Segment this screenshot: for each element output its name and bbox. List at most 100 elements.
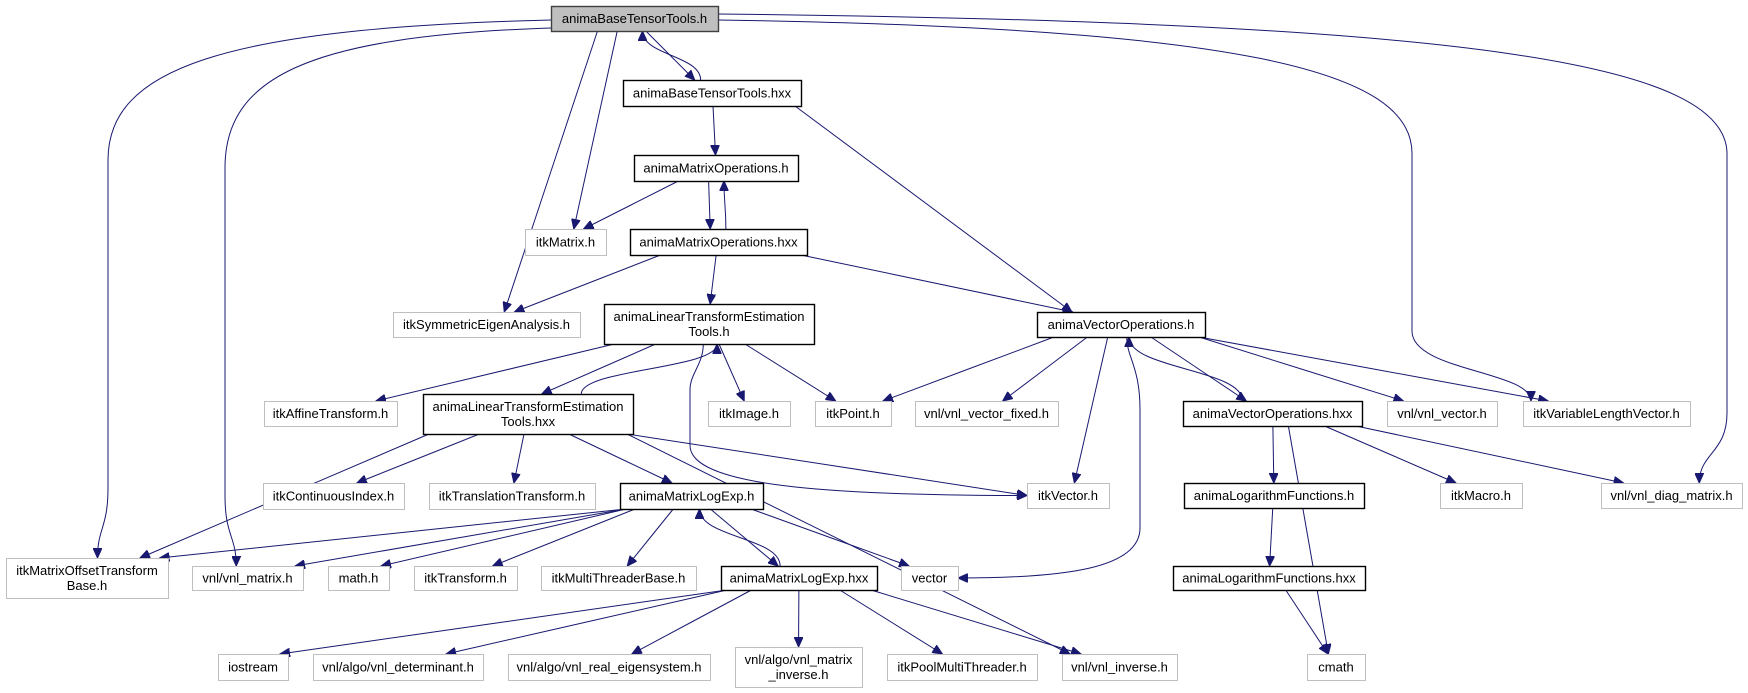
node-label: itkMatrixOffsetTransform [16,563,158,578]
edge-mle_h-to-itkTransform [493,508,636,566]
node-label: vnl/algo/vnl_matrix [745,652,853,667]
edge-vecops_hxx-to-itkMacro [1324,425,1456,483]
node-box [313,654,484,681]
node-label: animaMatrixOperations.hxx [639,235,798,250]
edge-ltet_h-to-itkPoint [744,343,836,401]
edge-base_h-to-symeig [504,30,598,312]
node-box [264,401,398,427]
node-box [1307,654,1366,681]
node-label: itkPoint.h [826,406,879,421]
edge-ltet_hxx-to-contidx [357,433,480,483]
node-box [422,393,635,436]
node-box [1036,311,1207,339]
edge-vecops_h-to-itkVector [1074,336,1109,483]
edge-base_h-to-diag [717,13,1728,483]
node-matops_hxx[interactable]: animaMatrixOperations.hxx [629,228,809,257]
edge-vecops_h-to-vvfixed [1003,336,1088,401]
edge-mle_h-to-vnl_matrix [295,508,627,566]
node-label: _inverse.h [768,667,829,682]
node-box [901,566,959,591]
edge-base_h-to-vnl_matrix [224,27,552,566]
node-vnl_inverse: vnl/vnl_inverse.h [1062,654,1178,681]
node-label: animaLinearTransformEstimation [433,399,624,414]
nodes-layer: animaBaseTensorTools.h animaBaseTensorToo… [6,5,1743,688]
node-logf_hxx[interactable]: animaLogarithmFunctions.hxx [1172,565,1367,592]
edge-vecops_hxx-to-diag [1355,425,1624,483]
node-label: itkTransform.h [424,571,507,586]
node-label: vnl/vnl_diag_matrix.h [1610,488,1732,503]
node-box [393,312,581,338]
node-label: iostream [228,660,278,675]
node-itkMatrix: itkMatrix.h [525,229,607,256]
node-box [619,482,765,511]
node-vecops_hxx[interactable]: animaVectorOperations.hxx [1182,400,1364,428]
edge-mle_hxx-to-vnl_inverse [870,589,1081,654]
node-mle_h[interactable]: animaMatrixLogExp.h [619,482,765,511]
edge-mle_h-to-math [381,508,627,566]
node-label: itkSymmetricEigenAnalysis.h [403,317,570,332]
node-label: animaBaseTensorTools.h [562,11,707,26]
edge-mle_h-to-mtb [627,508,674,566]
node-cmath: cmath [1307,654,1366,681]
node-box [328,566,390,591]
node-box [1601,483,1743,509]
node-matops_h[interactable]: animaMatrixOperations.h [633,154,800,183]
edge-vecops_h-to-vector [958,336,1141,578]
edge-mle_h-to-mot [160,508,627,558]
node-box [815,401,892,427]
edge-vecops_hxx-to-vecops_h [1129,337,1244,402]
node-label: Tools.hxx [501,414,556,429]
node-det: vnl/algo/vnl_determinant.h [313,654,484,681]
node-vnl_matrix: vnl/vnl_matrix.h [192,566,304,591]
node-itkImage: itkImage.h [708,401,791,427]
node-label: animaLogarithmFunctions.hxx [1182,571,1356,586]
edge-base_h-to-itkMatrix [574,30,618,229]
node-itkTransform: itkTransform.h [414,566,518,591]
edge-mle_hxx-to-det [446,589,728,654]
node-label: itkMultiThreaderBase.h [552,571,686,586]
node-diag: vnl/vnl_diag_matrix.h [1601,483,1743,509]
node-box [633,154,800,183]
node-box [192,566,304,591]
edge-ltet_hxx-to-transl [514,433,525,483]
node-box [508,654,711,681]
node-label: Base.h [67,578,107,593]
node-label: vector [912,571,948,586]
node-logf_h[interactable]: animaLogarithmFunctions.h [1183,482,1366,510]
edge-mle_h-to-mle_hxx [710,508,778,566]
node-mle_hxx[interactable]: animaMatrixLogExp.hxx [720,565,879,592]
node-affine: itkAffineTransform.h [264,401,398,427]
edge-matops_hxx-to-matops_h [724,181,726,230]
node-vecops_h[interactable]: animaVectorOperations.h [1036,311,1207,339]
edge-logf_h-to-logf_hxx [1270,507,1273,566]
node-vvfixed: vnl/vnl_vector_fixed.h [915,401,1059,427]
edge-base_hxx-to-base_h [643,31,702,81]
edge-ltet_h-to-itkVector [689,343,1027,496]
node-label: itkContinuousIndex.h [273,489,394,504]
node-box [1440,483,1523,509]
node-transl: itkTranslationTransform.h [429,483,596,510]
edge-matops_hxx-to-symeig [514,254,661,312]
edge-matops_h-to-itkMatrix [584,180,679,229]
edges-layer [98,13,1728,654]
edge-ltet_hxx-to-itkVector [626,433,1027,496]
node-itkVector: itkVector.h [1027,483,1110,509]
node-label: animaLogarithmFunctions.h [1194,488,1354,503]
node-base_hxx[interactable]: animaBaseTensorTools.hxx [622,79,803,108]
node-label: Tools.h [688,324,729,339]
node-label: vnl/algo/vnl_determinant.h [322,660,474,675]
edge-mle_hxx-to-iostream [280,589,728,654]
edge-mle_h-to-vector [750,508,909,566]
edge-base_h-to-varlen [717,19,1531,401]
node-box [603,303,816,346]
node-label: itkAffineTransform.h [273,406,389,421]
node-box [915,401,1059,427]
edge-mle_hxx-to-pool [839,589,943,654]
node-label: math.h [339,571,379,586]
node-label: animaMatrixLogExp.h [629,489,755,504]
node-itkMacro: itkMacro.h [1440,483,1523,509]
edge-ltet_hxx-to-ltet_h [580,344,717,395]
edge-matops_hxx-to-vecops_h [800,254,1073,312]
